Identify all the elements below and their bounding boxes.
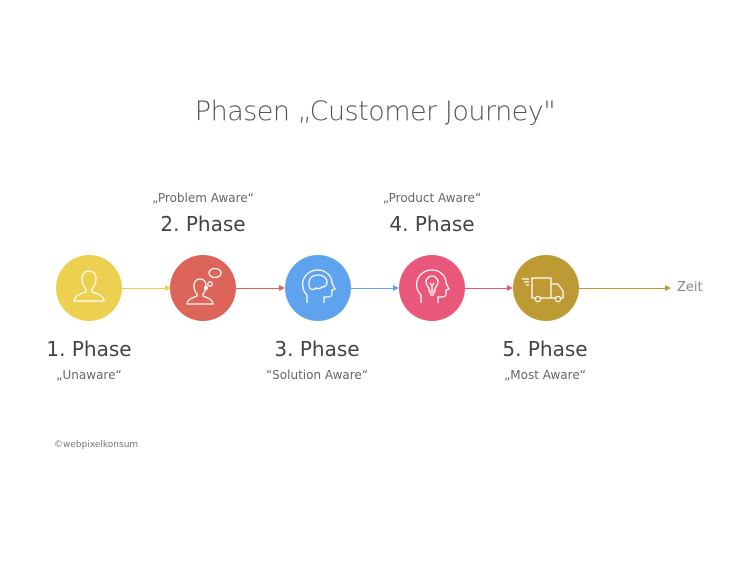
arrow-icon [165, 285, 171, 291]
phase-4-subtitle: „Product Aware“ [382, 191, 482, 205]
phase-3-label: 3. Phase [274, 337, 360, 361]
arrow-icon [393, 285, 399, 291]
phase-2-subtitle: „Problem Aware“ [152, 191, 254, 205]
timeline-axis [579, 288, 666, 289]
phase-5-circle [513, 255, 579, 321]
copyright: ©webpixelkonsum [54, 440, 139, 450]
phase-3-circle [285, 255, 351, 321]
lightbulb-head-icon [415, 269, 450, 303]
arrow-icon [279, 285, 285, 291]
phase-4-circle [399, 255, 465, 321]
thinking-person-icon [186, 267, 222, 305]
phase-5-label: 5. Phase [502, 337, 588, 361]
arrow-icon [507, 285, 513, 291]
phase-3-subtitle: “Solution Aware“ [265, 368, 369, 382]
phase-4-label: 4. Phase [389, 212, 475, 236]
brain-head-icon [301, 269, 336, 303]
phase-2-label: 2. Phase [160, 212, 246, 236]
phase-1-subtitle: „Unaware“ [56, 368, 122, 382]
axis-label: Zeit [677, 280, 703, 295]
connector-2-3 [236, 288, 280, 289]
arrow-icon [665, 285, 671, 291]
connector-1-2 [122, 288, 166, 289]
phase-2-circle [170, 255, 236, 321]
delivery-truck-icon [522, 277, 564, 303]
person-icon [73, 270, 105, 302]
connector-4-5 [465, 288, 508, 289]
phase-5-subtitle: „Most Aware“ [504, 368, 586, 382]
phase-1-circle [56, 255, 122, 321]
diagram-title: Phasen „Customer Journey" [194, 96, 556, 127]
connector-3-4 [351, 288, 394, 289]
phase-1-label: 1. Phase [46, 337, 132, 361]
